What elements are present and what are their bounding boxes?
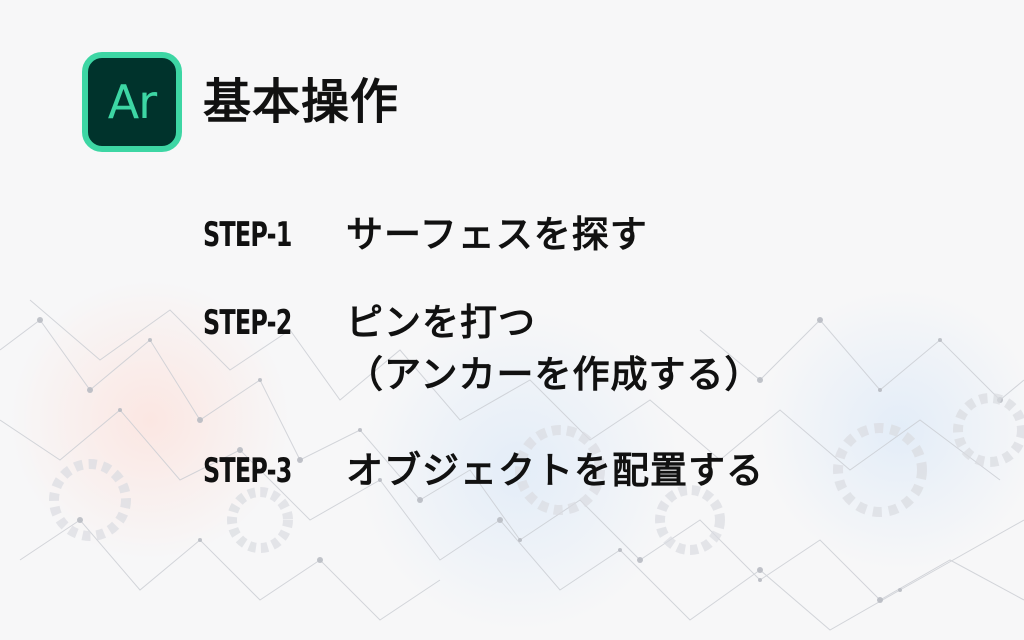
step-text: ピンを打つ <box>346 301 536 344</box>
step-label: STEP-3 <box>203 451 292 491</box>
step-label: STEP-1 <box>203 215 292 255</box>
logo-text: Ar <box>107 75 157 129</box>
step-label: STEP-2 <box>203 303 292 343</box>
page-title: 基本操作 <box>203 74 400 130</box>
adobe-aero-logo: Ar <box>82 52 182 152</box>
step-subtext: （アンカーを作成する） <box>346 353 763 396</box>
step-text: サーフェスを探す <box>346 213 648 256</box>
step-text: オブジェクトを配置する <box>346 449 764 492</box>
